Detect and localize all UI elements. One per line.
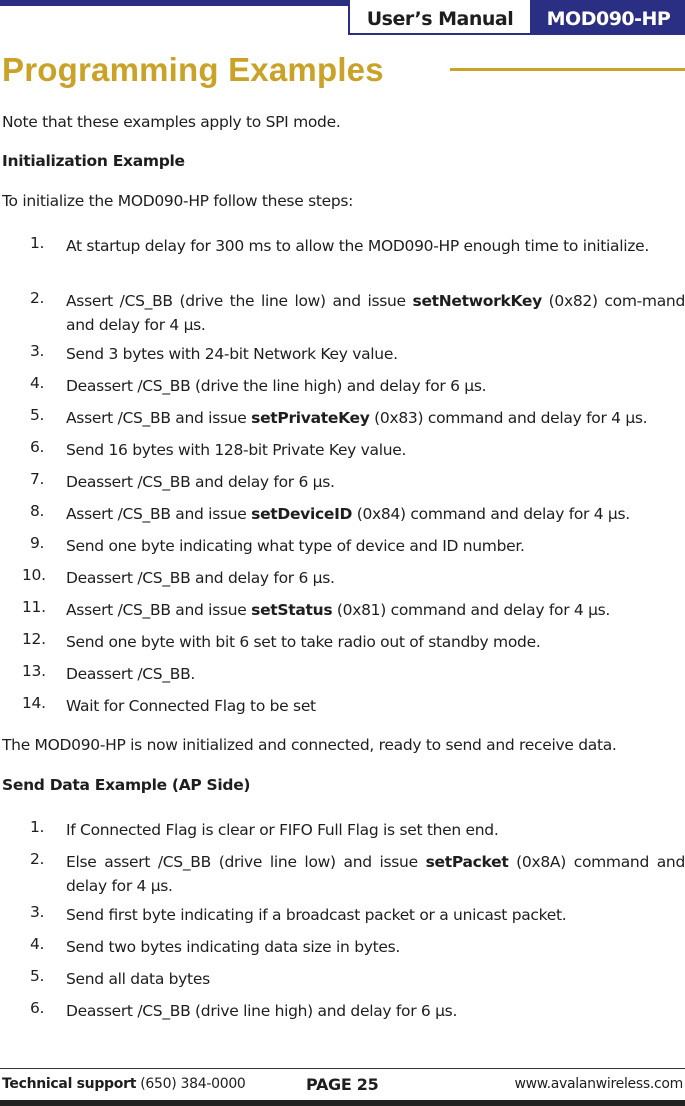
init-conclusion: The MOD090-HP is now initialized and con… [2,736,617,754]
send-heading: Send Data Example (AP Side) [2,776,251,794]
intro-text: Note that these examples apply to SPI mo… [2,113,341,131]
support-phone: (650) 384-0000 [136,1076,246,1092]
footer-rule [0,1068,685,1069]
footer-support: Technical support (650) 384-0000 [2,1076,246,1092]
header-bar [0,0,685,6]
model-label: MOD090-HP [532,0,685,35]
page-title: Programming Examples [2,51,384,88]
footer-bar [0,1100,685,1106]
support-label: Technical support [2,1076,137,1092]
manual-label: User’s Manual [348,0,532,35]
website-link[interactable]: www.avalanwireless.com [514,1076,683,1092]
title-rule [450,68,685,71]
init-lead: To initialize the MOD090-HP follow these… [2,192,354,210]
init-heading: Initialization Example [2,152,185,170]
page-number: PAGE 25 [306,1075,379,1094]
